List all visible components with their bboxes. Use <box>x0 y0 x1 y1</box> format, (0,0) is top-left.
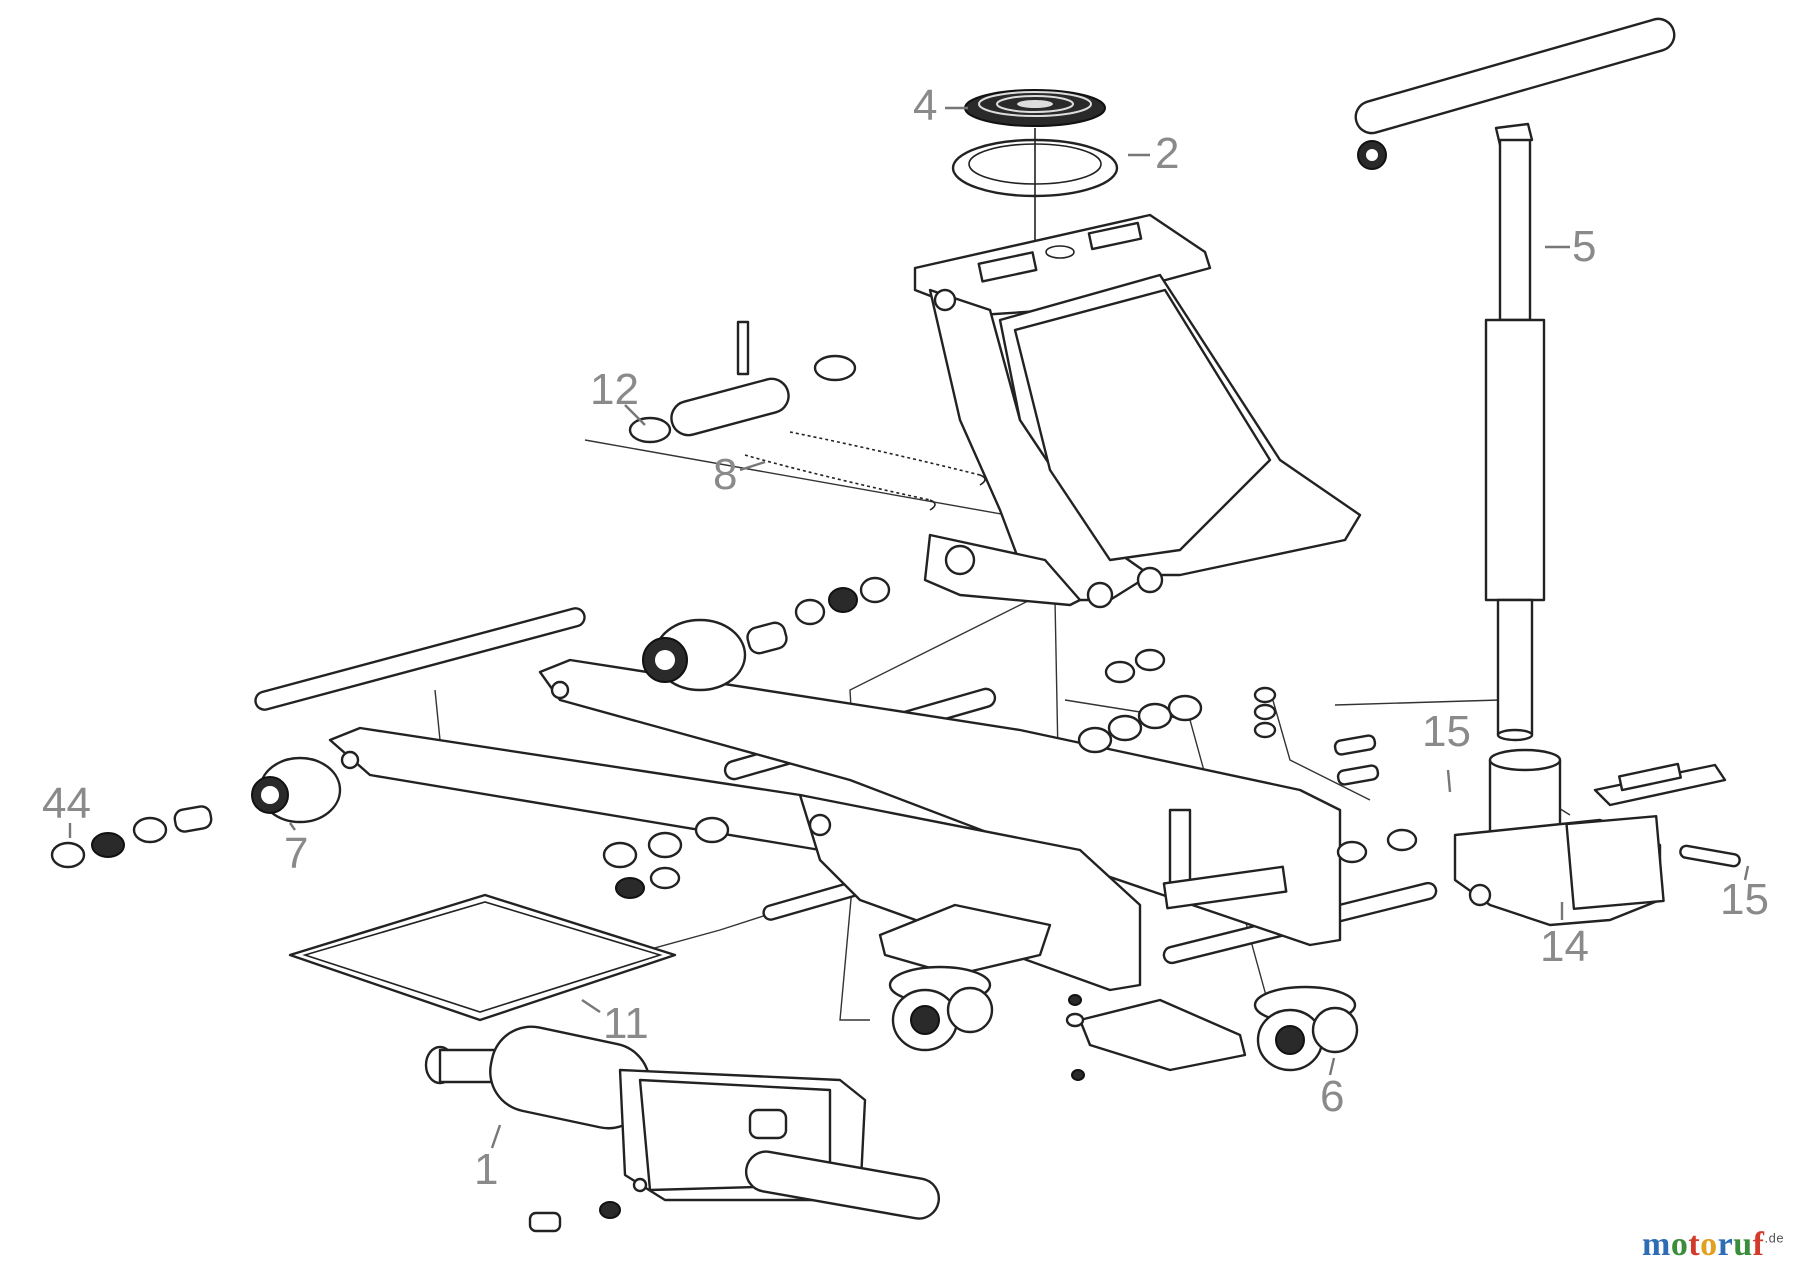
callout-8: 8 <box>713 450 738 499</box>
logo-suffix: .de <box>1764 1230 1785 1246</box>
logo-letter: o <box>1700 1226 1718 1263</box>
caster-left <box>878 903 1052 1052</box>
caster-right <box>1065 985 1359 1081</box>
pump-housing <box>1453 748 1741 927</box>
pin-and-springs <box>628 320 986 511</box>
callout-44: 44 <box>42 779 91 828</box>
callout-leaders <box>68 106 1750 1149</box>
saddle-ring <box>951 128 1119 240</box>
callout-6: 6 <box>1320 1072 1345 1121</box>
logo-letters: motoruf <box>1642 1226 1765 1263</box>
callout-4: 4 <box>913 81 938 130</box>
callout-2: 2 <box>1155 129 1180 178</box>
callout-15-lower: 15 <box>1720 875 1769 924</box>
rollers-upper <box>642 576 891 692</box>
callout-11: 11 <box>603 999 649 1048</box>
callout-15-upper: 15 <box>1422 707 1471 756</box>
lift-arm <box>913 213 1362 609</box>
return-spring-upper <box>789 431 986 486</box>
motoruf-logo: motoruf.de <box>1642 1226 1784 1264</box>
logo-letter: t <box>1688 1226 1701 1263</box>
rollers-left <box>50 756 730 899</box>
washers-right <box>1077 648 1418 864</box>
logo-letter: u <box>1733 1226 1753 1263</box>
callout-7: 7 <box>284 829 309 878</box>
frame <box>328 658 1342 992</box>
handle <box>1354 17 1676 742</box>
logo-letter: f <box>1752 1226 1765 1263</box>
saddle-pad <box>964 89 1106 127</box>
logo-letter: r <box>1717 1226 1734 1263</box>
callout-12: 12 <box>590 365 639 414</box>
hydraulic-cylinder <box>424 1025 941 1233</box>
logo-letter: m <box>1642 1226 1671 1263</box>
callout-14: 14 <box>1540 922 1589 971</box>
callout-1: 1 <box>474 1145 499 1194</box>
return-spring-lower <box>744 454 936 511</box>
tray <box>288 893 677 1022</box>
logo-letter: o <box>1670 1226 1689 1263</box>
callout-5: 5 <box>1572 222 1597 271</box>
